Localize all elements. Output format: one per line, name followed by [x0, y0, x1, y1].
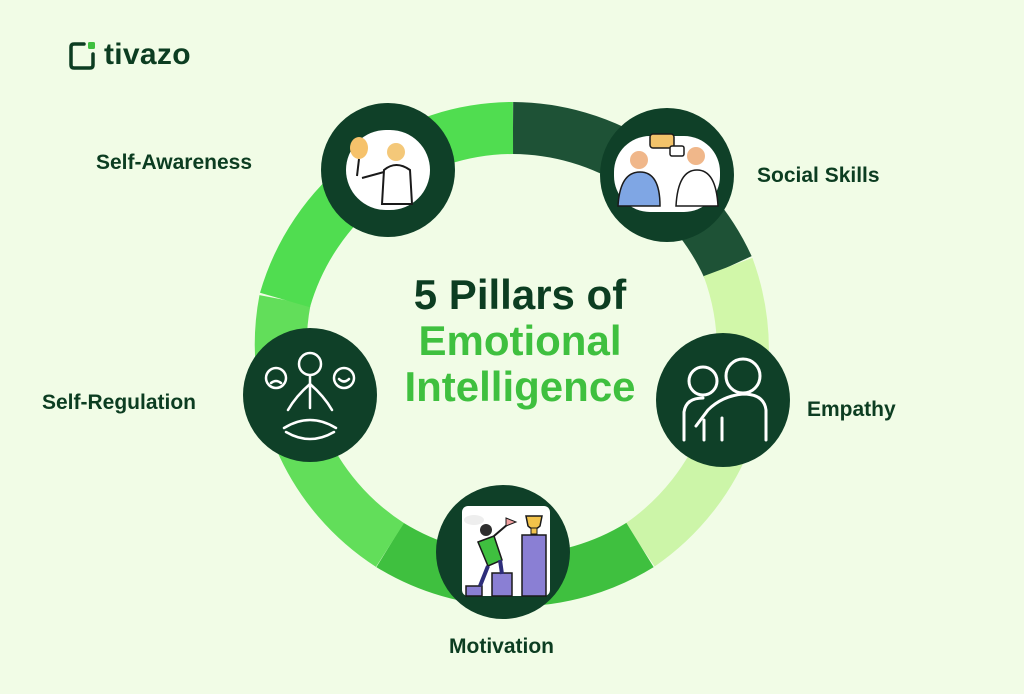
pillar-label-motivation: Motivation [449, 635, 554, 658]
brand-logo[interactable]: tivazo [68, 38, 191, 72]
node-empathy [656, 333, 790, 467]
logo-icon [69, 42, 95, 70]
node-social-skills [600, 108, 734, 242]
self-reflection-icon [346, 130, 430, 210]
pillar-label-social-skills: Social Skills [757, 164, 880, 187]
pillar-label-empathy: Empathy [807, 398, 896, 421]
conversation-icon [614, 133, 720, 212]
meditation-icon [264, 351, 356, 441]
embrace-icon [682, 357, 768, 442]
pillar-label-self-regulation: Self-Regulation [42, 391, 197, 414]
title-line-1: 5 Pillars of [413, 271, 627, 318]
node-self-regulation [243, 328, 377, 462]
node-motivation [436, 485, 570, 619]
title-line-3: Intelligence [404, 363, 636, 410]
brand-name: tivazo [104, 38, 191, 71]
pillar-label-self-awareness: Self-Awareness [96, 151, 253, 174]
title-line-2: Emotional [418, 317, 622, 364]
node-self-awareness [321, 103, 455, 237]
diagram-title: 5 Pillars of Emotional Intelligence [330, 272, 710, 410]
trophy-climb-icon [462, 506, 550, 597]
